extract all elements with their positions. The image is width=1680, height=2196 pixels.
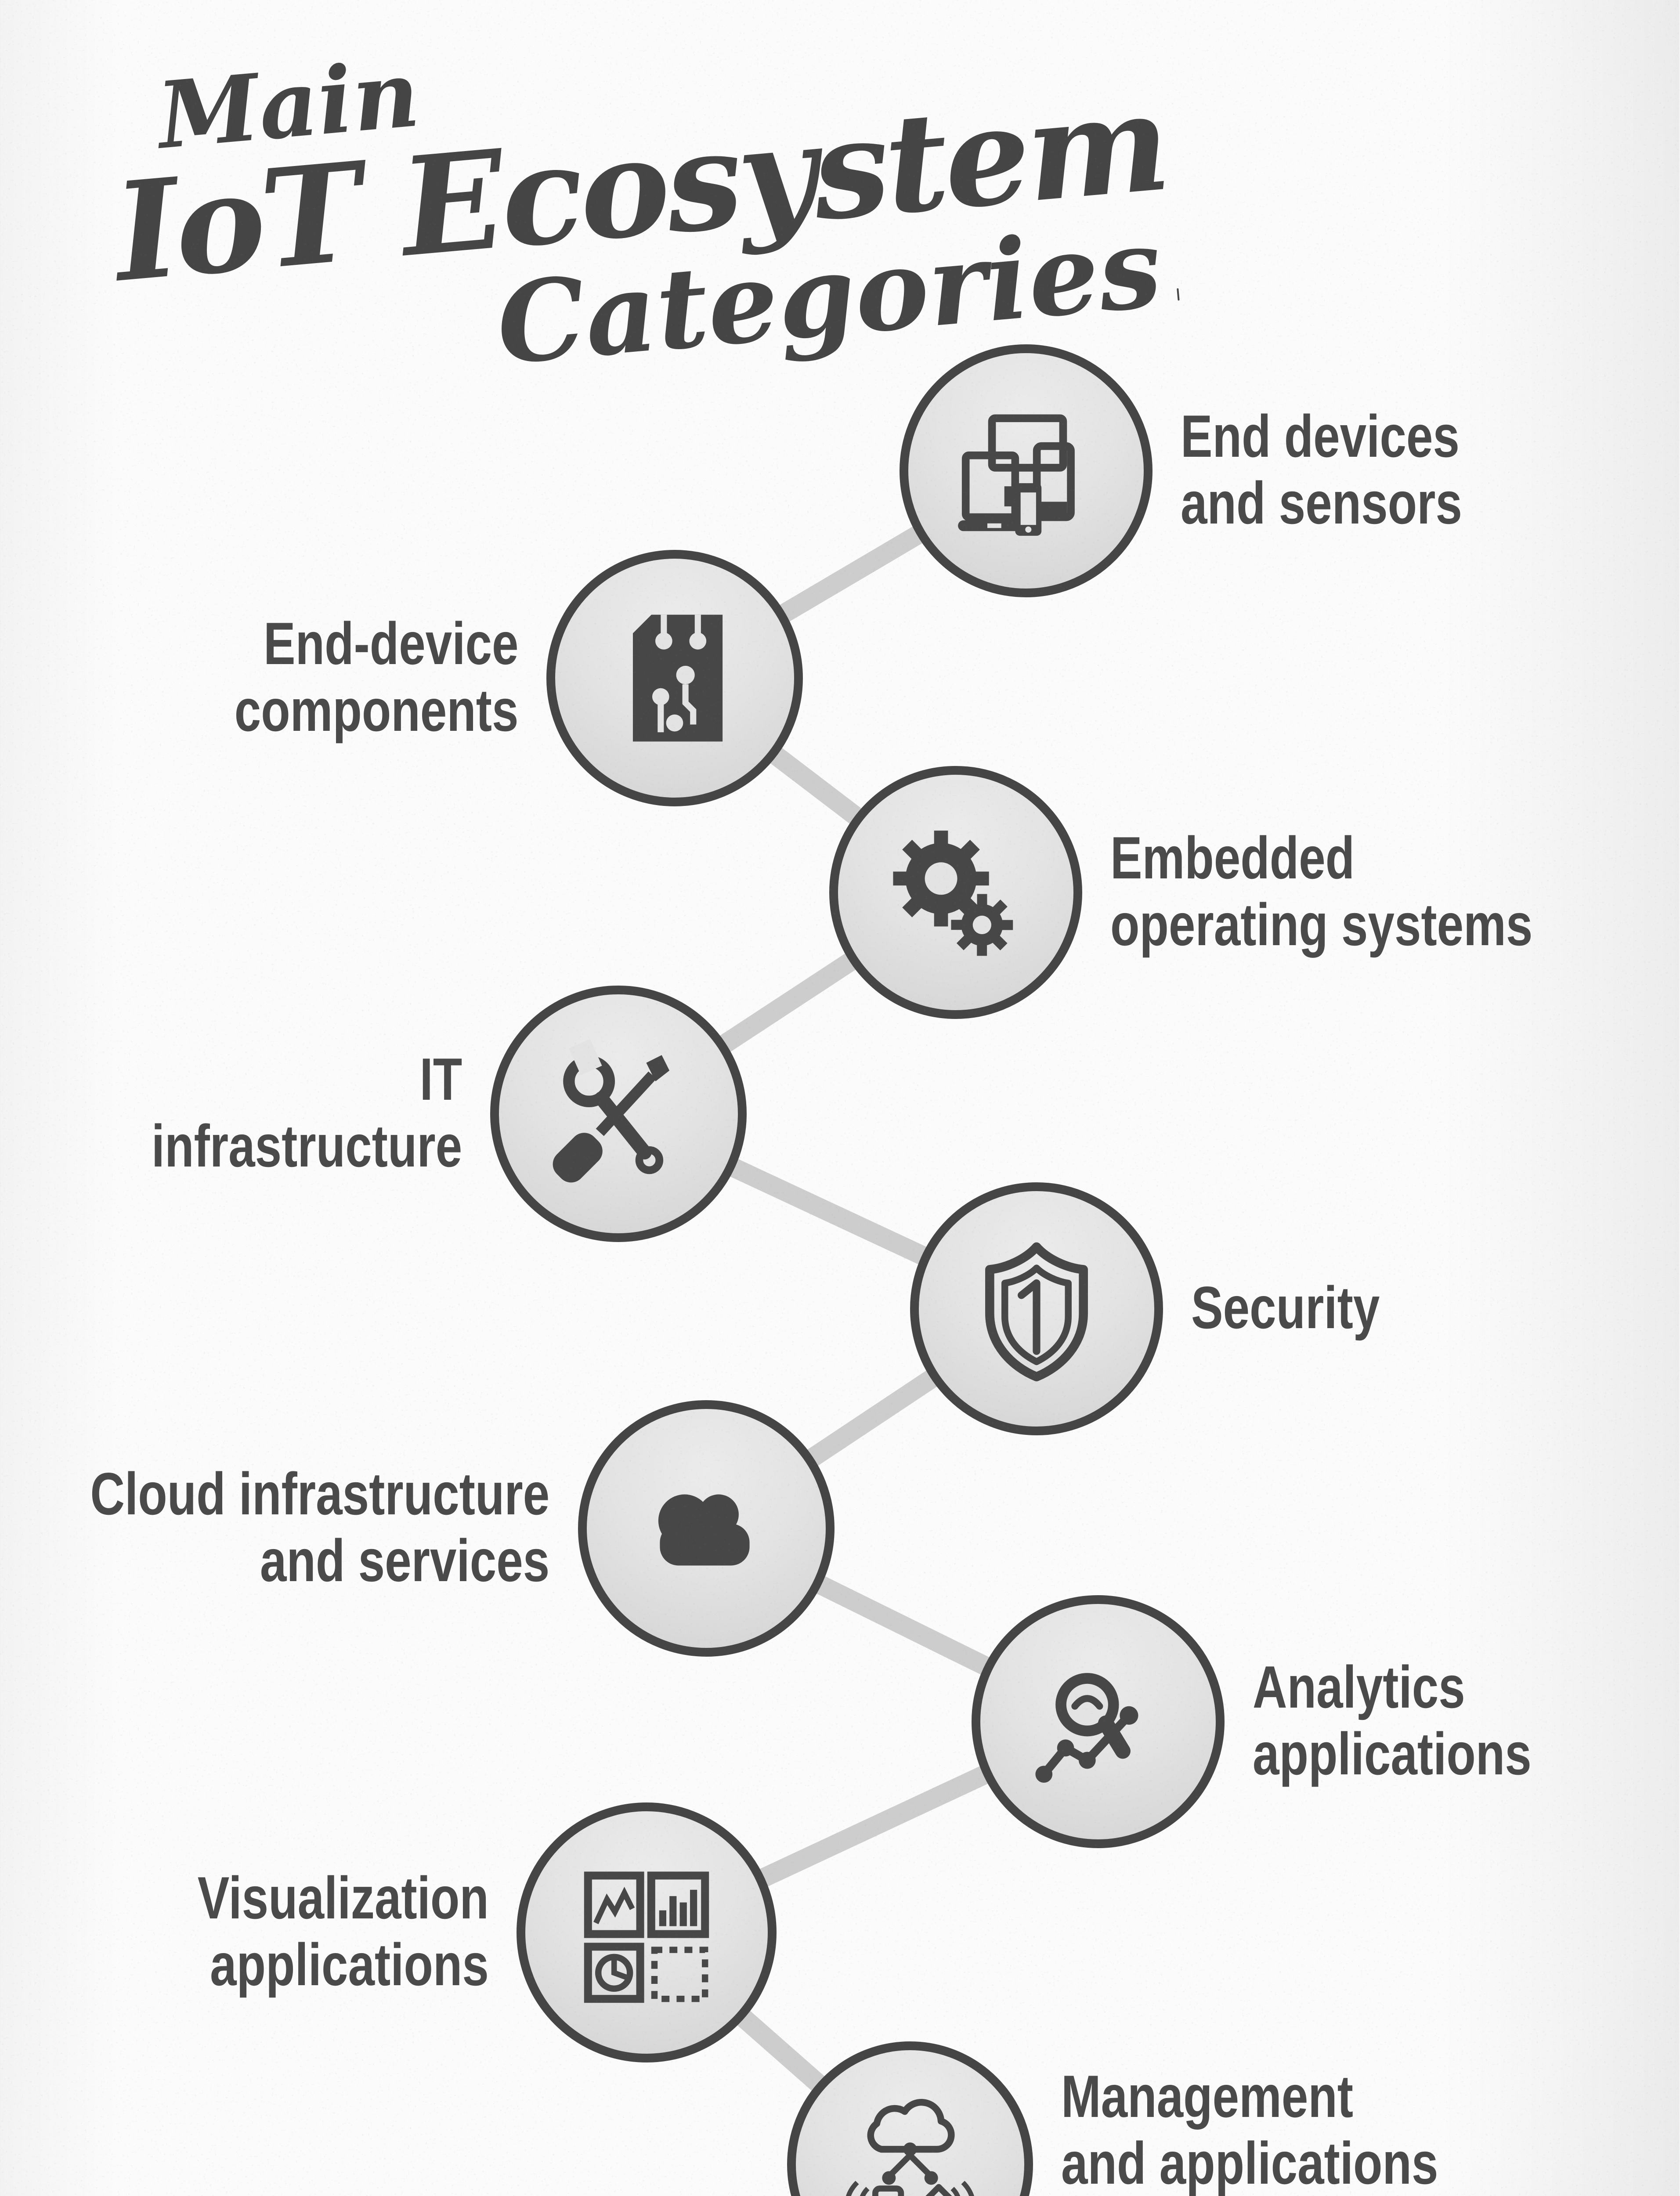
label-line: components	[235, 678, 519, 745]
category-label-embedded-os: Embedded operating systems	[1110, 826, 1638, 959]
embedded-os-circle	[829, 766, 1082, 1019]
category-label-management-software: Management and applications enablement s…	[1061, 2064, 1655, 2196]
category-label-cloud-infrastructure: Cloud infrastructure and services	[0, 1462, 550, 1595]
category-label-visualization: Visualization applications	[125, 1866, 489, 1999]
category-label-security: Security	[1191, 1275, 1427, 1342]
gears-icon	[893, 831, 1013, 956]
label-line: operating systems	[1110, 892, 1533, 959]
label-line: Analytics	[1253, 1655, 1465, 1722]
label-line: Visualization	[197, 1866, 489, 1932]
label-line: and sensors	[1181, 471, 1462, 538]
label-line: IT	[420, 1047, 462, 1114]
label-line: infrastructure	[152, 1114, 462, 1181]
cloud-infrastructure-circle	[578, 1400, 835, 1657]
cloud-icon	[658, 1494, 750, 1566]
devices-icon	[958, 414, 1075, 536]
circuit-chip-icon	[632, 614, 723, 742]
tools-icon	[553, 1039, 670, 1183]
label-line: Security	[1191, 1275, 1380, 1342]
connected-devices-icon	[846, 2098, 974, 2196]
label-line: and applications	[1061, 2131, 1438, 2196]
end-device-components-circle	[546, 550, 803, 806]
end-devices-circle	[900, 344, 1153, 597]
category-label-end-devices: End devices and sensors	[1181, 404, 1532, 538]
label-line: Embedded	[1110, 826, 1355, 892]
security-circle	[910, 1182, 1163, 1435]
label-line: applications	[1253, 1722, 1532, 1788]
it-infrastructure-circle	[490, 986, 747, 1242]
label-line: Cloud infrastructure	[91, 1462, 550, 1528]
category-label-end-device-components: End-device components	[164, 611, 519, 745]
visualization-circle	[517, 1802, 777, 2062]
category-label-it-infrastructure: IT infrastructure	[74, 1047, 462, 1181]
label-line: End devices	[1181, 404, 1460, 471]
label-line: and services	[260, 1528, 550, 1595]
dashboard-icon	[584, 1871, 709, 2003]
shield-icon	[985, 1242, 1088, 1382]
magnifier-chart-icon	[1035, 1673, 1138, 1783]
analytics-circle	[972, 1595, 1225, 1848]
category-label-analytics: Analytics applications	[1253, 1655, 1601, 1788]
label-line: applications	[210, 1932, 489, 1999]
label-line: Management	[1061, 2064, 1354, 2131]
label-line: End-device	[264, 611, 519, 678]
